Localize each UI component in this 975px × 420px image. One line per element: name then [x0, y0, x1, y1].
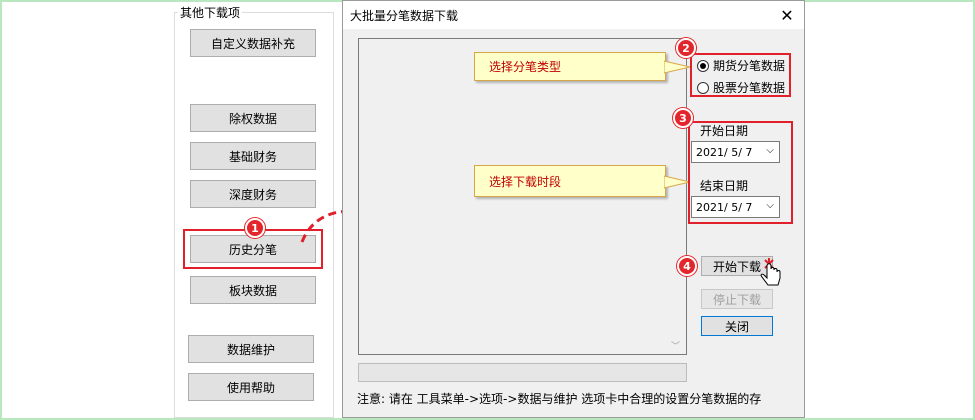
ex-rights-data-button[interactable]: 除权数据 [190, 104, 316, 132]
date-range-highlight [688, 121, 793, 224]
start-date-label: 开始日期 [700, 124, 749, 138]
dialog-titlebar [343, 1, 804, 29]
hand-cursor-icon [760, 258, 781, 286]
help-button[interactable]: 使用帮助 [188, 373, 314, 401]
step-badge-1: 1 [245, 218, 265, 238]
end-date-value: 2021/ 5/ 7 [696, 200, 753, 214]
start-download-button[interactable]: 开始下载 [701, 256, 773, 276]
callout-select-period: 选择下载时段 [474, 165, 666, 197]
group-title: 其他下载项 [178, 4, 243, 21]
chevron-down-icon[interactable]: ⌵ [766, 145, 774, 156]
history-tick-button[interactable]: 历史分笔 [190, 235, 316, 263]
callout-select-type: 选择分笔类型 [474, 52, 666, 81]
step-badge-2: 2 [676, 38, 696, 58]
tick-type-highlight [690, 53, 791, 97]
stop-download-button[interactable]: 停止下载 [701, 289, 773, 309]
radio-selected-icon [697, 59, 709, 72]
close-button[interactable]: 关闭 [701, 316, 773, 336]
radio-unselected-icon [697, 81, 709, 94]
callout-pointer-icon [664, 60, 691, 74]
download-progress-bar [358, 363, 687, 382]
storage-note: 注意: 请在 工具菜单->选项->数据与维护 选项卡中合理的设置分笔数据的存 [357, 392, 762, 406]
end-date-label: 结束日期 [700, 179, 749, 193]
sector-data-button[interactable]: 板块数据 [190, 276, 316, 304]
dialog-title: 大批量分笔数据下载 [350, 9, 459, 23]
chevron-down-icon[interactable]: ⌵ [766, 200, 774, 211]
start-date-value: 2021/ 5/ 7 [696, 145, 753, 159]
close-icon[interactable]: ✕ [780, 5, 794, 25]
basic-finance-button[interactable]: 基础财务 [190, 142, 316, 170]
radio-futures-label: 期货分笔数据 [713, 59, 786, 73]
deep-finance-button[interactable]: 深度财务 [190, 180, 316, 208]
radio-stocks[interactable]: 股票分笔数据 [697, 79, 785, 96]
custom-data-button[interactable]: 自定义数据补充 [190, 29, 316, 57]
scroll-down-icon[interactable]: ﹀ [671, 342, 681, 352]
data-maintenance-button[interactable]: 数据维护 [188, 335, 314, 363]
radio-futures[interactable]: 期货分笔数据 [697, 57, 785, 74]
radio-stocks-label: 股票分笔数据 [713, 81, 786, 95]
step-badge-3: 3 [673, 108, 693, 128]
end-date-picker[interactable]: 2021/ 5/ 7 ⌵ [691, 196, 780, 218]
callout-pointer-icon [664, 175, 691, 189]
step-badge-4: 4 [677, 256, 697, 276]
start-date-picker[interactable]: 2021/ 5/ 7 ⌵ [691, 141, 780, 163]
